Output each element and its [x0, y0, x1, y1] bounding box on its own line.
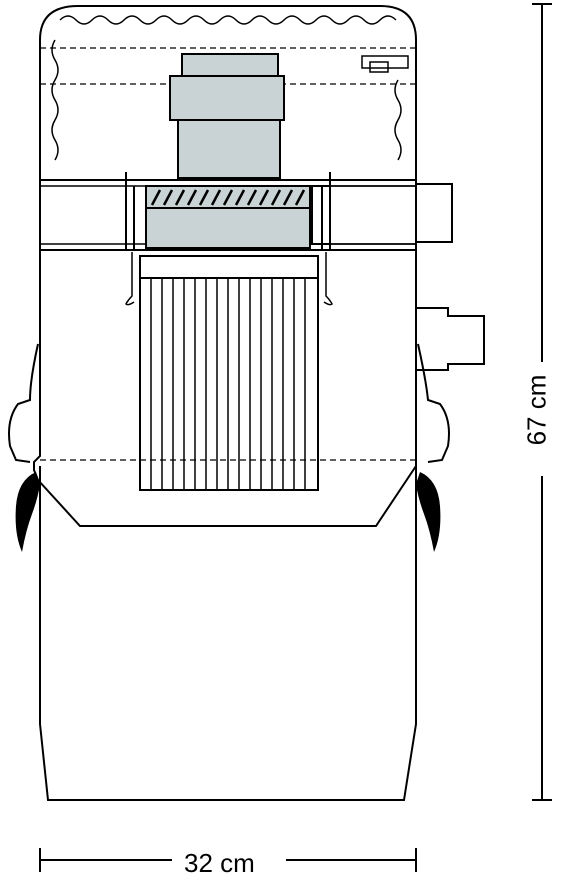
right-latch	[417, 343, 450, 463]
top-housing	[39, 5, 417, 180]
exhaust-port	[329, 185, 417, 245]
top-wave	[59, 15, 397, 25]
filter-bag-top	[139, 255, 319, 279]
height-label: 67 cm	[521, 368, 551, 452]
motor-cap	[181, 53, 279, 77]
pleated-filter	[139, 277, 319, 491]
top-fitting-detail	[369, 61, 389, 73]
motor-body	[177, 119, 281, 179]
exhaust-outlet	[415, 183, 453, 243]
height-dimension	[532, 3, 552, 801]
canister-body	[33, 250, 417, 527]
pleats	[150, 278, 306, 490]
filter-hatching	[150, 189, 306, 206]
left-hanger	[125, 252, 135, 306]
right-wave-line	[394, 79, 402, 161]
top-fitting	[361, 55, 409, 69]
left-latch-handle-icon	[15, 472, 40, 552]
right-hanger	[323, 252, 333, 306]
right-latch-handle-icon	[416, 472, 441, 552]
inlet-port	[416, 307, 485, 371]
width-dimension	[39, 848, 417, 872]
left-latch	[8, 343, 39, 463]
collection-bin	[39, 466, 417, 801]
motor-upper	[169, 75, 285, 121]
left-wave-line	[51, 39, 59, 161]
width-label: 32 cm	[178, 850, 261, 876]
